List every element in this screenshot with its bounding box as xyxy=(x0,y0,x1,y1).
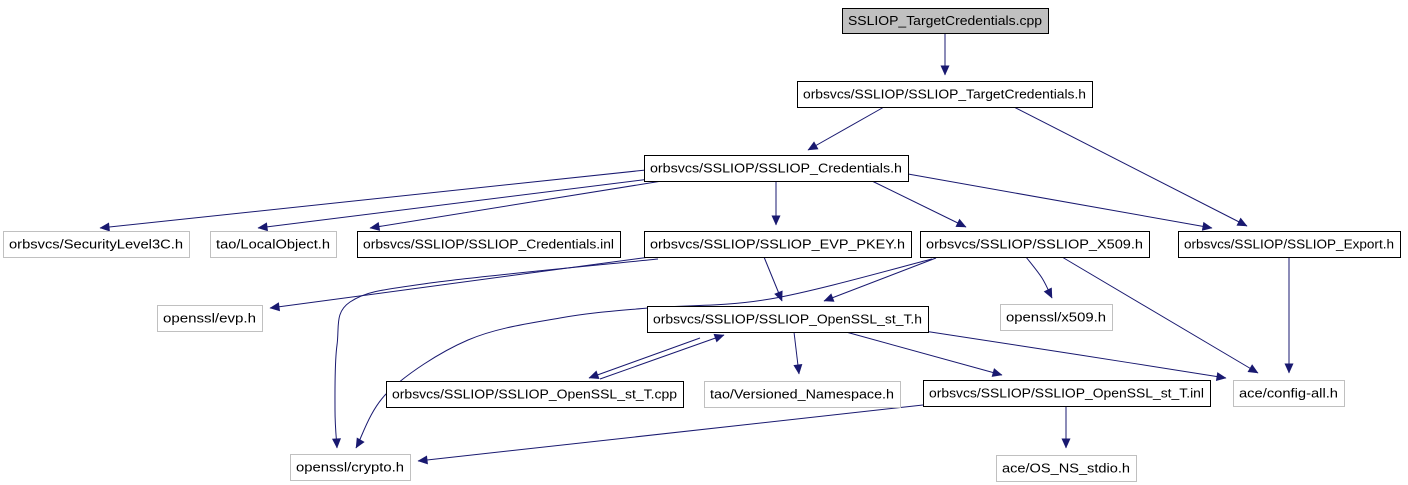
node-evp: openssl/evp.h xyxy=(157,305,263,332)
node-label-x509h: orbsvcs/SSLIOP/SSLIOP_X509.h xyxy=(926,237,1143,252)
node-box-stdio xyxy=(996,455,1137,482)
edge-target_h-to-cred_h xyxy=(807,106,885,151)
node-label-config_all: ace/config-all.h xyxy=(1239,386,1338,401)
node-label-ox509: openssl/x509.h xyxy=(1006,310,1106,325)
node-cred_h[interactable]: orbsvcs/SSLIOP/SSLIOP_Credentials.h xyxy=(644,155,909,182)
node-box-lobj xyxy=(210,231,337,258)
node-crypto: openssl/crypto.h xyxy=(290,454,411,481)
edge-st_t_h-to-config_all xyxy=(923,330,1227,381)
node-ox509: openssl/x509.h xyxy=(1000,304,1113,331)
edge-x509h-to-config_all xyxy=(1061,256,1259,374)
node-box-exporth[interactable] xyxy=(1178,231,1401,258)
edge-st_t_h-to-st_t_inl xyxy=(845,331,1003,377)
edge-evp_pkey-to-evp xyxy=(269,256,651,312)
node-box-sl3 xyxy=(3,231,190,258)
node-label-st_t_h: orbsvcs/SSLIOP/SSLIOP_OpenSSL_st_T.h xyxy=(653,312,922,327)
node-cred_inl[interactable]: orbsvcs/SSLIOP/SSLIOP_Credentials.inl xyxy=(357,231,621,258)
node-box-cred_inl[interactable] xyxy=(357,231,621,258)
node-stdio: ace/OS_NS_stdio.h xyxy=(996,455,1137,482)
edge-x509h-to-ox509 xyxy=(1025,256,1053,299)
edge-cred_h-to-cred_inl xyxy=(369,180,663,231)
node-lobj: tao/LocalObject.h xyxy=(210,231,337,258)
edge-st_t_h-to-vns xyxy=(793,331,803,375)
node-label-lobj: tao/LocalObject.h xyxy=(216,237,330,252)
node-box-target_h[interactable] xyxy=(797,81,1093,108)
edge-x509h-to-crypto xyxy=(355,258,933,449)
edge-x509h-to-st_t_h xyxy=(823,257,937,302)
node-label-target_h: orbsvcs/SSLIOP/SSLIOP_TargetCredentials.… xyxy=(803,87,1086,102)
node-label-exporth: orbsvcs/SSLIOP/SSLIOP_Export.h xyxy=(1184,237,1394,252)
node-evp_pkey[interactable]: orbsvcs/SSLIOP/SSLIOP_EVP_PKEY.h xyxy=(644,231,912,258)
node-st_t_cpp[interactable]: orbsvcs/SSLIOP/SSLIOP_OpenSSL_st_T.cpp xyxy=(386,381,684,408)
node-box-st_t_h[interactable] xyxy=(647,306,929,333)
edge-evp_pkey-to-crypto xyxy=(332,258,659,449)
node-label-vns: tao/Versioned_Namespace.h xyxy=(710,387,894,402)
node-box-x509h[interactable] xyxy=(920,231,1150,258)
node-x509h[interactable]: orbsvcs/SSLIOP/SSLIOP_X509.h xyxy=(920,231,1150,258)
node-target_h[interactable]: orbsvcs/SSLIOP/SSLIOP_TargetCredentials.… xyxy=(797,81,1093,108)
edge-st_t_inl-to-crypto xyxy=(417,404,924,465)
node-vns: tao/Versioned_Namespace.h xyxy=(704,381,901,408)
node-sl3: orbsvcs/SecurityLevel3C.h xyxy=(3,231,190,258)
node-label-st_t_inl: orbsvcs/SSLIOP/SSLIOP_OpenSSL_st_T.inl xyxy=(929,386,1204,401)
edge-st_t_h-to-st_t_cpp xyxy=(588,337,701,380)
edge-cred_h-to-lobj xyxy=(257,178,651,232)
edge-cred_h-to-x509h xyxy=(871,180,967,228)
node-st_t_h[interactable]: orbsvcs/SSLIOP/SSLIOP_OpenSSL_st_T.h xyxy=(647,306,929,333)
edge-st_t_cpp-to-st_t_h xyxy=(599,333,725,380)
node-box-config_all xyxy=(1233,380,1345,407)
node-exporth[interactable]: orbsvcs/SSLIOP/SSLIOP_Export.h xyxy=(1178,231,1401,258)
edge-cred_h-to-sl3 xyxy=(99,169,647,232)
node-label-st_t_cpp: orbsvcs/SSLIOP/SSLIOP_OpenSSL_st_T.cpp xyxy=(392,387,677,402)
node-label-stdio: ace/OS_NS_stdio.h xyxy=(1002,461,1130,476)
node-box-st_t_inl[interactable] xyxy=(923,380,1211,407)
node-box-evp xyxy=(157,305,263,332)
edge-target_h-to-exporth xyxy=(1013,106,1248,227)
node-label-cred_h: orbsvcs/SSLIOP/SSLIOP_Credentials.h xyxy=(650,161,902,176)
node-label-evp: openssl/evp.h xyxy=(163,311,256,326)
node-label-evp_pkey: orbsvcs/SSLIOP/SSLIOP_EVP_PKEY.h xyxy=(650,237,905,252)
edge-cred_h-to-exporth xyxy=(907,173,1213,231)
node-box-vns xyxy=(704,381,901,408)
node-st_t_inl[interactable]: orbsvcs/SSLIOP/SSLIOP_OpenSSL_st_T.inl xyxy=(923,380,1211,407)
node-box-root_cpp xyxy=(842,8,1049,34)
node-box-cred_h[interactable] xyxy=(644,155,909,182)
node-label-root_cpp: SSLIOP_TargetCredentials.cpp xyxy=(848,13,1042,28)
node-box-crypto xyxy=(290,454,411,481)
node-config_all: ace/config-all.h xyxy=(1233,380,1345,407)
node-label-sl3: orbsvcs/SecurityLevel3C.h xyxy=(9,237,183,252)
edge-evp_pkey-to-st_t_h xyxy=(763,256,783,302)
node-root_cpp: SSLIOP_TargetCredentials.cpp xyxy=(842,8,1049,34)
node-box-evp_pkey[interactable] xyxy=(644,231,912,258)
node-box-ox509 xyxy=(1000,304,1113,331)
node-label-crypto: openssl/crypto.h xyxy=(296,460,404,475)
node-label-cred_inl: orbsvcs/SSLIOP/SSLIOP_Credentials.inl xyxy=(363,237,614,252)
node-box-st_t_cpp[interactable] xyxy=(386,381,684,408)
